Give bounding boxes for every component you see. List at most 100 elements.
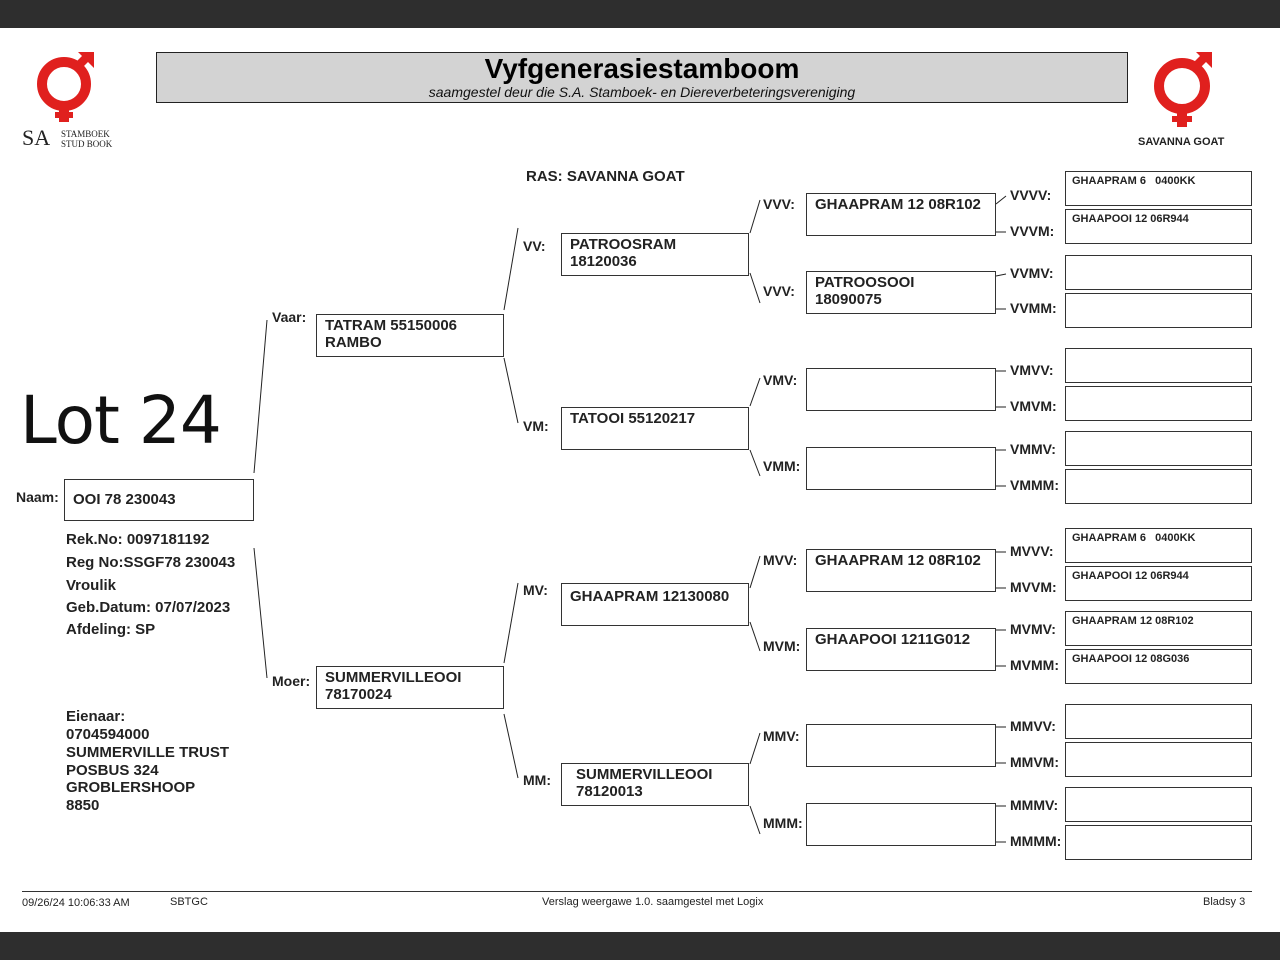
sire-box: TATRAM 55150006 RAMBO [316,314,504,357]
mmmm-box [1065,825,1252,860]
animal-name: OOI 78 230043 [73,491,176,508]
vv-line1: PATROOSRAM [570,236,677,253]
bottom-bar [0,932,1280,960]
vm-line1: TATOOI 55120217 [570,410,696,427]
owner-postcode: 8850 [66,797,100,814]
mvmv-label: MVMV: [1010,621,1056,637]
vvvm-box: GHAAPOOI 12 06R944 [1065,209,1252,244]
mmmv-label: MMMV: [1010,797,1059,813]
vm-label: VM: [523,418,549,434]
sire-label: Vaar: [272,309,307,325]
vm-box: TATOOI 55120217 [561,407,749,450]
savanna-goat-caption: SAVANNA GOAT [1138,136,1225,148]
owner-phone: 0704594000 [66,726,150,743]
vv-box: PATROOSRAM 18120036 [561,233,749,276]
vmv-box [806,368,996,411]
footer-page-number: Bladsy 3 [1203,896,1246,908]
mmv-label: MMV: [763,728,800,744]
mv-box: GHAAPRAM 12130080 [561,583,749,626]
mv-label: MV: [523,582,548,598]
vmvm-label: VMVM: [1010,398,1057,414]
vmmv-label: VMMV: [1010,441,1056,457]
mmvv-label: MMVV: [1010,718,1056,734]
vmm-label: VMM: [763,458,801,474]
mmvm-box [1065,742,1252,777]
mvvv-label: MVVV: [1010,543,1054,559]
owner-address: POSBUS 324 [66,762,159,779]
name-label: Naam: [16,489,59,505]
mvv-box: GHAAPRAM 12 08R102 [806,549,996,592]
page-title: Vyfgenerasiestamboom [484,53,800,84]
mmm-box [806,803,996,846]
logo-stamboek-text: STAMBOEK [61,129,110,139]
title-box: Vyfgenerasiestamboom saamgestel deur die… [156,52,1128,103]
footer-report: Verslag weergawe 1.0. saamgestel met Log… [542,896,764,908]
owner-name: SUMMERVILLE TRUST [66,744,230,761]
vmmm-box [1065,469,1252,504]
owner-town: GROBLERSHOOP [66,779,196,796]
vvv2-label: VVV: [763,283,795,299]
dam-line2: 78170024 [325,686,392,703]
mm-line2: 78120013 [576,783,643,800]
vvvv-box: GHAAPRAM 6 0400KK [1065,171,1252,206]
dam-line1: SUMMERVILLEOOI [325,669,462,686]
detail-section: Afdeling: SP [66,621,156,638]
mvvv-box: GHAAPRAM 6 0400KK [1065,528,1252,563]
detail-birth-date: Geb.Datum: 07/07/2023 [66,599,231,616]
vvvv-label: VVVV: [1010,187,1052,203]
mmm-label: MMM: [763,815,803,831]
sa-stud-book-logo-icon [37,52,94,122]
mmvv-box [1065,704,1252,739]
vmvm-box [1065,386,1252,421]
dam-box: SUMMERVILLEOOI 78170024 [316,666,504,709]
mvm-label: MVM: [763,638,801,654]
vvv2-box: PATROOSOOI 18090075 [806,271,996,314]
mvm-line1: GHAAPOOI 1211G012 [815,631,971,648]
vvvm-label: VVVM: [1010,223,1055,239]
mmmm-label: MMMM: [1010,833,1062,849]
page-subtitle: saamgestel deur die S.A. Stamboek- en Di… [428,84,856,100]
footer-code: SBTGC [170,896,208,908]
mvv-label: MVV: [763,552,798,568]
footer-rule [22,891,1252,892]
mvmm-label: MVMM: [1010,657,1059,673]
vvv1-line1: GHAAPRAM 12 08R102 [815,196,981,213]
mmv-box [806,724,996,767]
savanna-goat-logo-icon [1154,52,1212,127]
vvmv-box [1065,255,1252,290]
top-bar [0,0,1280,28]
detail-reg-no: Reg No:SSGF78 230043 [66,554,236,571]
mvmm-box: GHAAPOOI 12 08G036 [1065,649,1252,684]
mvvm-box: GHAAPOOI 12 06R944 [1065,566,1252,601]
detail-sex: Vroulik [66,577,117,594]
vmvv-label: VMVV: [1010,362,1054,378]
footer-timestamp: 09/26/24 10:06:33 AM [22,897,130,909]
mvm-box: GHAAPOOI 1211G012 [806,628,996,671]
vmvv-box [1065,348,1252,383]
vmv-label: VMV: [763,372,798,388]
vvv1-box: GHAAPRAM 12 08R102 [806,193,996,236]
vmmv-box [1065,431,1252,466]
lot-number: Lot 24 [20,382,222,459]
breed-label: RAS: SAVANNA GOAT [526,168,685,185]
vvv2-line2: 18090075 [815,291,882,308]
animal-name-box: OOI 78 230043 [64,479,254,521]
vv-line2: 18120036 [570,253,637,270]
vvmm-box [1065,293,1252,328]
dam-label: Moer: [272,673,311,689]
mvmv-box: GHAAPRAM 12 08R102 [1065,611,1252,646]
vv-label: VV: [523,238,546,254]
logo-studbook-text: STUD BOOK [61,139,113,149]
vvv1-label: VVV: [763,196,795,212]
mv-line1: GHAAPRAM 12130080 [570,588,730,605]
vvv2-line1: PATROOSOOI [815,274,915,291]
mmmv-box [1065,787,1252,822]
sire-line1: TATRAM 55150006 [325,317,457,334]
pedigree-connectors [253,195,1007,843]
vmmm-label: VMMM: [1010,477,1059,493]
vvmv-label: VVMV: [1010,265,1054,281]
mm-label: MM: [523,772,551,788]
mm-box: SUMMERVILLEOOI 78120013 [561,763,749,806]
vvmm-label: VVMM: [1010,300,1057,316]
mm-line1: SUMMERVILLEOOI [576,766,713,783]
